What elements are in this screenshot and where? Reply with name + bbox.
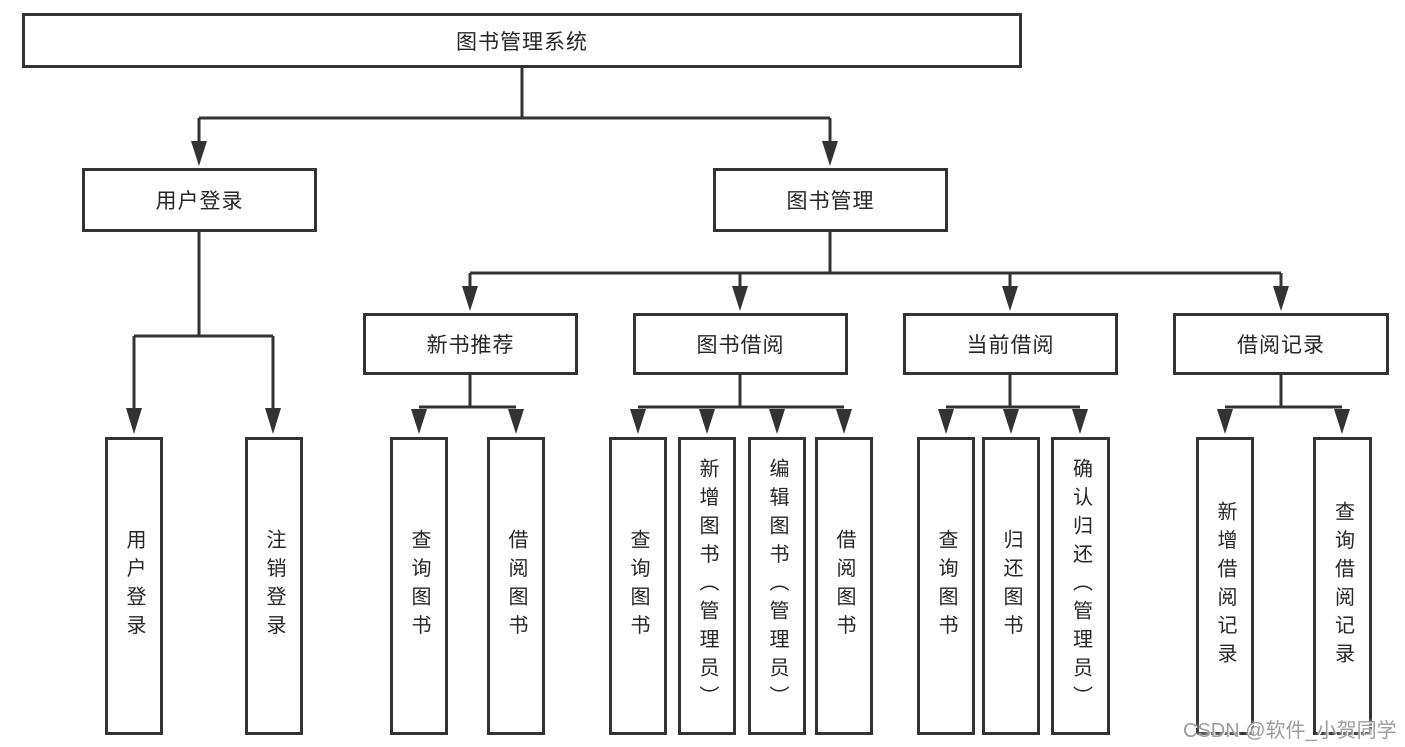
node-new-book-recommend: 新书推荐	[363, 313, 578, 375]
leaf-edit-books-admin: 编辑图书（管理员）	[748, 437, 806, 735]
leaf-label: 借阅图书	[505, 529, 527, 643]
csdn-watermark: CSDN @软件_小贺同学	[1183, 720, 1397, 742]
node-current-borrow: 当前借阅	[903, 313, 1118, 375]
leaf-label: 借阅图书	[833, 529, 855, 643]
node-label: 图书管理	[786, 190, 875, 213]
leaf-query-borrow-record: 查询借阅记录	[1313, 437, 1372, 735]
leaf-query-books-current: 查询图书	[917, 437, 975, 735]
leaf-label: 用户登录	[123, 529, 145, 643]
leaf-label: 编辑图书（管理员）	[766, 458, 788, 714]
node-label: 用户登录	[155, 190, 244, 213]
leaf-label: 确认归还（管理员）	[1069, 458, 1092, 714]
node-label: 新书推荐	[426, 334, 515, 357]
node-label: 图书借阅	[696, 334, 785, 357]
leaf-query-books-recommend: 查询图书	[390, 437, 448, 735]
node-user-login-branch: 用户登录	[82, 168, 317, 232]
leaf-label: 查询图书	[627, 529, 649, 643]
node-label: 当前借阅	[966, 334, 1055, 357]
leaf-confirm-return-admin: 确认归还（管理员）	[1051, 437, 1110, 735]
leaf-label: 归还图书	[1000, 529, 1022, 643]
leaf-user-login: 用户登录	[105, 437, 163, 735]
leaf-label: 查询图书	[935, 529, 957, 643]
leaf-add-books-admin: 新增图书（管理员）	[678, 437, 736, 735]
node-root: 图书管理系统	[22, 13, 1022, 68]
leaf-borrow-books: 借阅图书	[815, 437, 873, 735]
leaf-add-borrow-record: 新增借阅记录	[1196, 437, 1254, 735]
leaf-label: 查询借阅记录	[1331, 500, 1354, 672]
leaf-borrow-books-recommend: 借阅图书	[487, 437, 545, 735]
leaf-query-books-borrow: 查询图书	[609, 437, 667, 735]
node-label: 借阅记录	[1237, 334, 1325, 357]
leaf-logout: 注销登录	[245, 437, 303, 735]
leaf-return-books: 归还图书	[982, 437, 1040, 735]
node-borrow-records: 借阅记录	[1173, 313, 1389, 375]
node-book-management: 图书管理	[713, 168, 948, 232]
leaf-label: 新增图书（管理员）	[696, 458, 718, 714]
node-root-label: 图书管理系统	[456, 30, 588, 54]
leaf-label: 查询图书	[408, 529, 430, 643]
leaf-label: 新增借阅记录	[1214, 500, 1236, 672]
node-book-borrow: 图书借阅	[633, 313, 848, 375]
leaf-label: 注销登录	[263, 529, 285, 643]
